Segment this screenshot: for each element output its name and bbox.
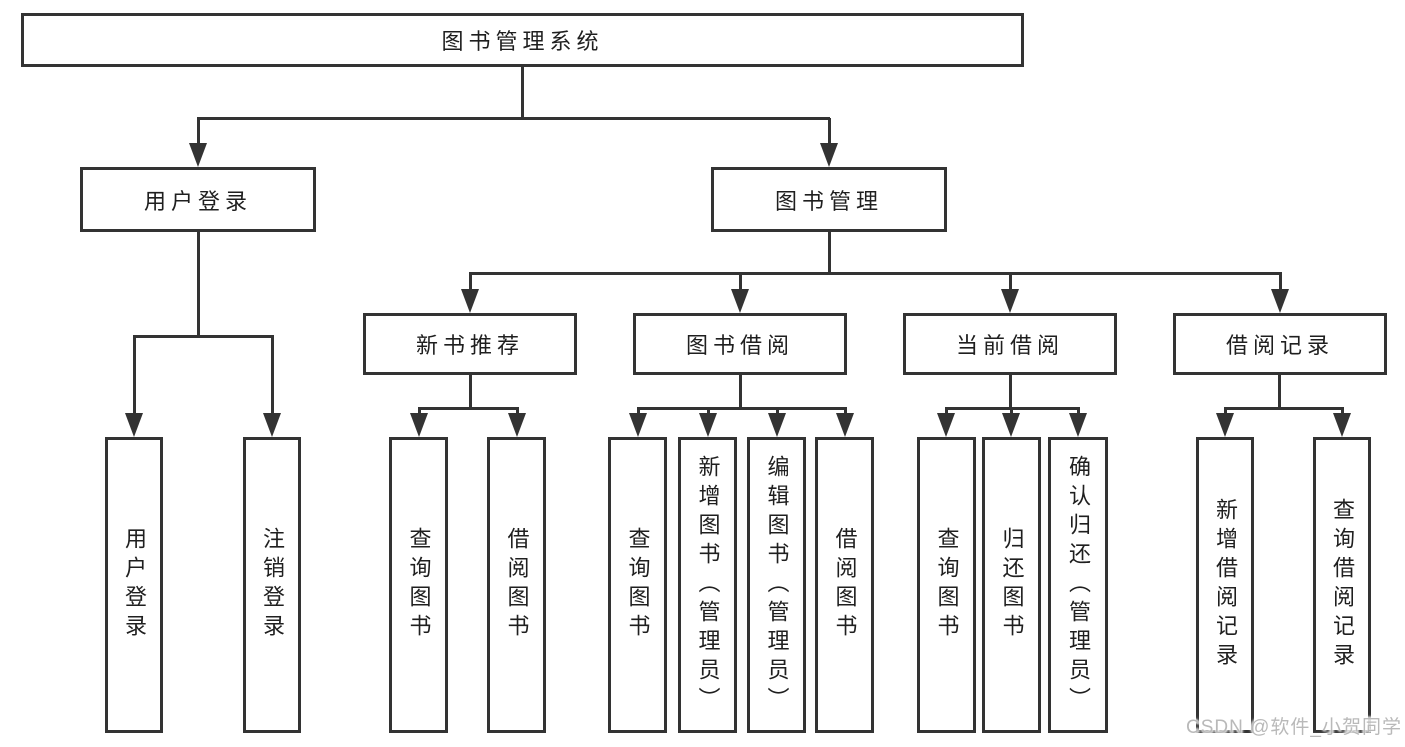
- connector-hline: [133, 335, 274, 338]
- connector-vline: [521, 67, 524, 118]
- arrowhead-down-icon: [836, 413, 854, 437]
- leaf-add-books-admin: 新增图书（管理员）: [678, 437, 737, 733]
- arrowhead-down-icon: [1001, 289, 1019, 313]
- arrowhead-down-icon: [1271, 289, 1289, 313]
- connector-vline: [637, 408, 640, 414]
- leaf-borrow-books: 借阅图书: [815, 437, 874, 733]
- arrowhead-down-icon: [508, 413, 526, 437]
- arrowhead-down-icon: [731, 289, 749, 313]
- leaf-user-login: 用户登录: [105, 437, 163, 733]
- connector-vline: [945, 408, 948, 414]
- node-user-login: 用户登录: [80, 167, 316, 232]
- arrowhead-down-icon: [1333, 413, 1351, 437]
- connector-vline: [1278, 375, 1281, 408]
- watermark-text: CSDN @软件_小贺同学: [1186, 717, 1402, 738]
- leaf-edit-books-admin: 编辑图书（管理员）: [747, 437, 806, 733]
- node-new-book-recommendation: 新书推荐: [363, 313, 577, 375]
- connector-hline: [637, 407, 847, 410]
- connector-vline: [271, 336, 274, 413]
- connector-vline: [1009, 375, 1012, 408]
- node-book-management: 图书管理: [711, 167, 947, 232]
- connector-vline: [469, 273, 472, 289]
- connector-vline: [776, 408, 779, 414]
- leaf-query-books: 查询图书: [389, 437, 448, 733]
- arrowhead-down-icon: [1002, 413, 1020, 437]
- arrowhead-down-icon: [629, 413, 647, 437]
- connector-vline: [1224, 408, 1227, 414]
- arrowhead-down-icon: [263, 413, 281, 437]
- connector-vline: [707, 408, 710, 414]
- connector-vline: [133, 336, 136, 413]
- leaf-query-borrow-record: 查询借阅记录: [1313, 437, 1371, 733]
- connector-hline: [469, 272, 1282, 275]
- connector-vline: [828, 232, 831, 273]
- connector-hline: [1224, 407, 1344, 410]
- connector-hline: [418, 407, 519, 410]
- node-book-borrowing: 图书借阅: [633, 313, 847, 375]
- arrowhead-down-icon: [189, 143, 207, 167]
- arrowhead-down-icon: [410, 413, 428, 437]
- arrowhead-down-icon: [125, 413, 143, 437]
- connector-vline: [1341, 408, 1344, 414]
- leaf-query-books: 查询图书: [608, 437, 667, 733]
- connector-vline: [1077, 408, 1080, 414]
- connector-vline: [739, 273, 742, 289]
- connector-vline: [197, 118, 200, 143]
- leaf-confirm-return-admin: 确认归还（管理员）: [1048, 437, 1108, 733]
- arrowhead-down-icon: [461, 289, 479, 313]
- leaf-query-books: 查询图书: [917, 437, 976, 733]
- node-library-management-system: 图书管理系统: [21, 13, 1024, 67]
- connector-vline: [197, 232, 200, 336]
- node-borrowing-records: 借阅记录: [1173, 313, 1387, 375]
- leaf-logout: 注销登录: [243, 437, 301, 733]
- connector-vline: [418, 408, 421, 414]
- arrowhead-down-icon: [937, 413, 955, 437]
- connector-vline: [844, 408, 847, 414]
- leaf-borrow-books: 借阅图书: [487, 437, 546, 733]
- arrowhead-down-icon: [820, 143, 838, 167]
- connector-vline: [1279, 273, 1282, 289]
- arrowhead-down-icon: [768, 413, 786, 437]
- connector-vline: [1010, 408, 1013, 414]
- connector-vline: [828, 118, 831, 143]
- leaf-add-borrow-record: 新增借阅记录: [1196, 437, 1254, 733]
- arrowhead-down-icon: [699, 413, 717, 437]
- leaf-return-books: 归还图书: [982, 437, 1041, 733]
- connector-hline: [197, 117, 830, 120]
- connector-vline: [469, 375, 472, 408]
- connector-vline: [739, 375, 742, 408]
- connector-vline: [1009, 273, 1012, 289]
- connector-vline: [516, 408, 519, 414]
- node-current-borrowing: 当前借阅: [903, 313, 1117, 375]
- arrowhead-down-icon: [1216, 413, 1234, 437]
- arrowhead-down-icon: [1069, 413, 1087, 437]
